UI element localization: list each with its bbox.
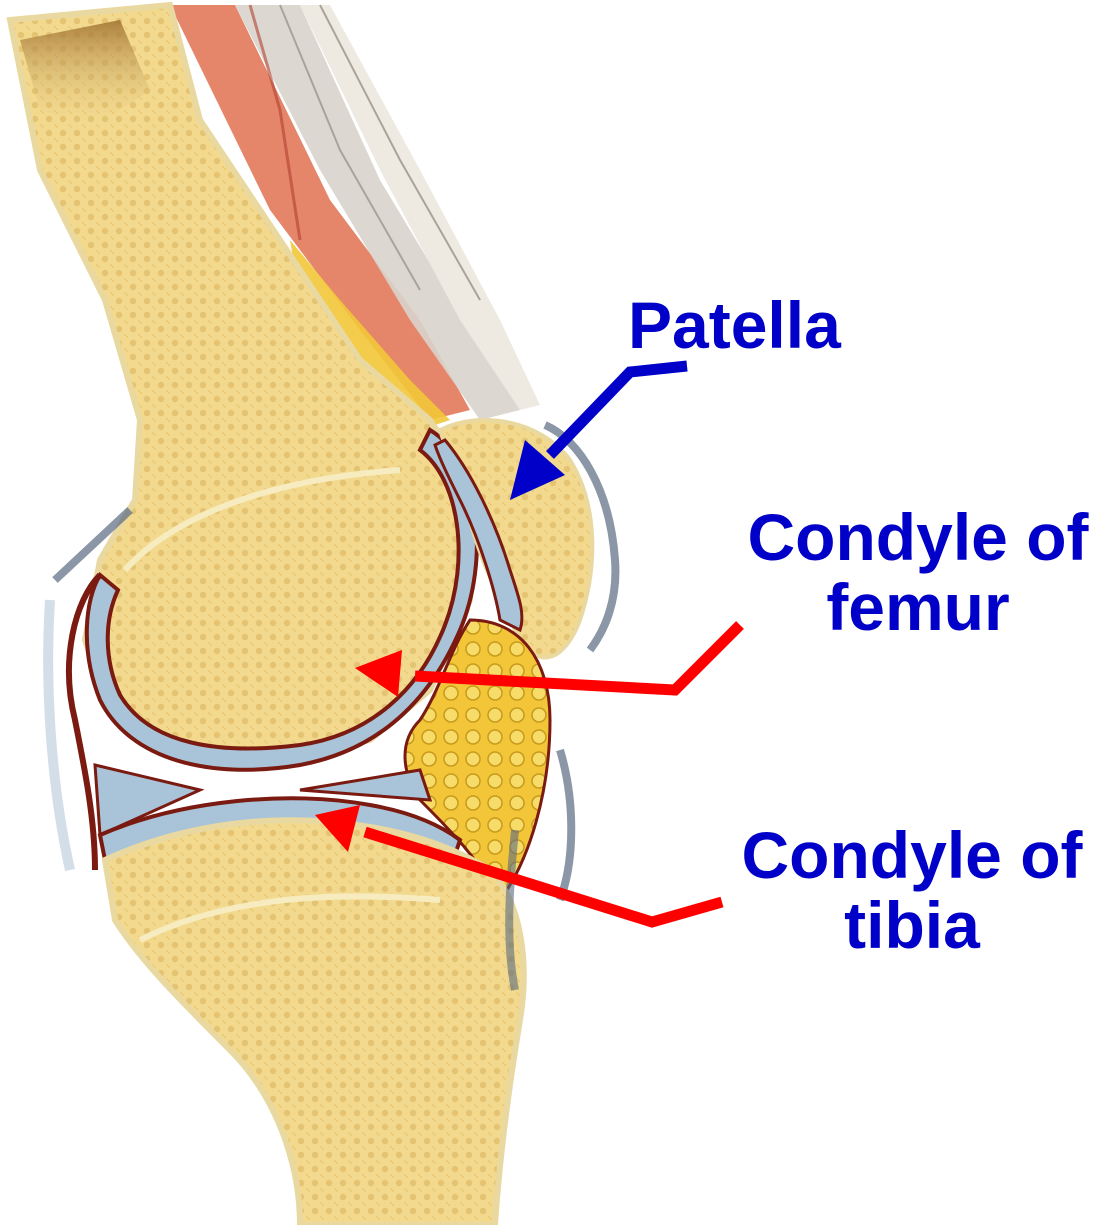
label-tibia-line2: tibia xyxy=(712,890,1112,960)
label-tibia-line1: Condyle of xyxy=(712,820,1112,890)
label-condyle-of-tibia: Condyle of tibia xyxy=(712,820,1112,960)
label-femur-line1: Condyle of xyxy=(718,502,1117,572)
label-condyle-of-femur: Condyle of femur xyxy=(718,502,1117,642)
label-femur-line2: femur xyxy=(718,572,1117,642)
tibia xyxy=(105,820,524,1225)
label-patella: Patella xyxy=(628,290,841,360)
label-patella-text: Patella xyxy=(628,288,841,362)
